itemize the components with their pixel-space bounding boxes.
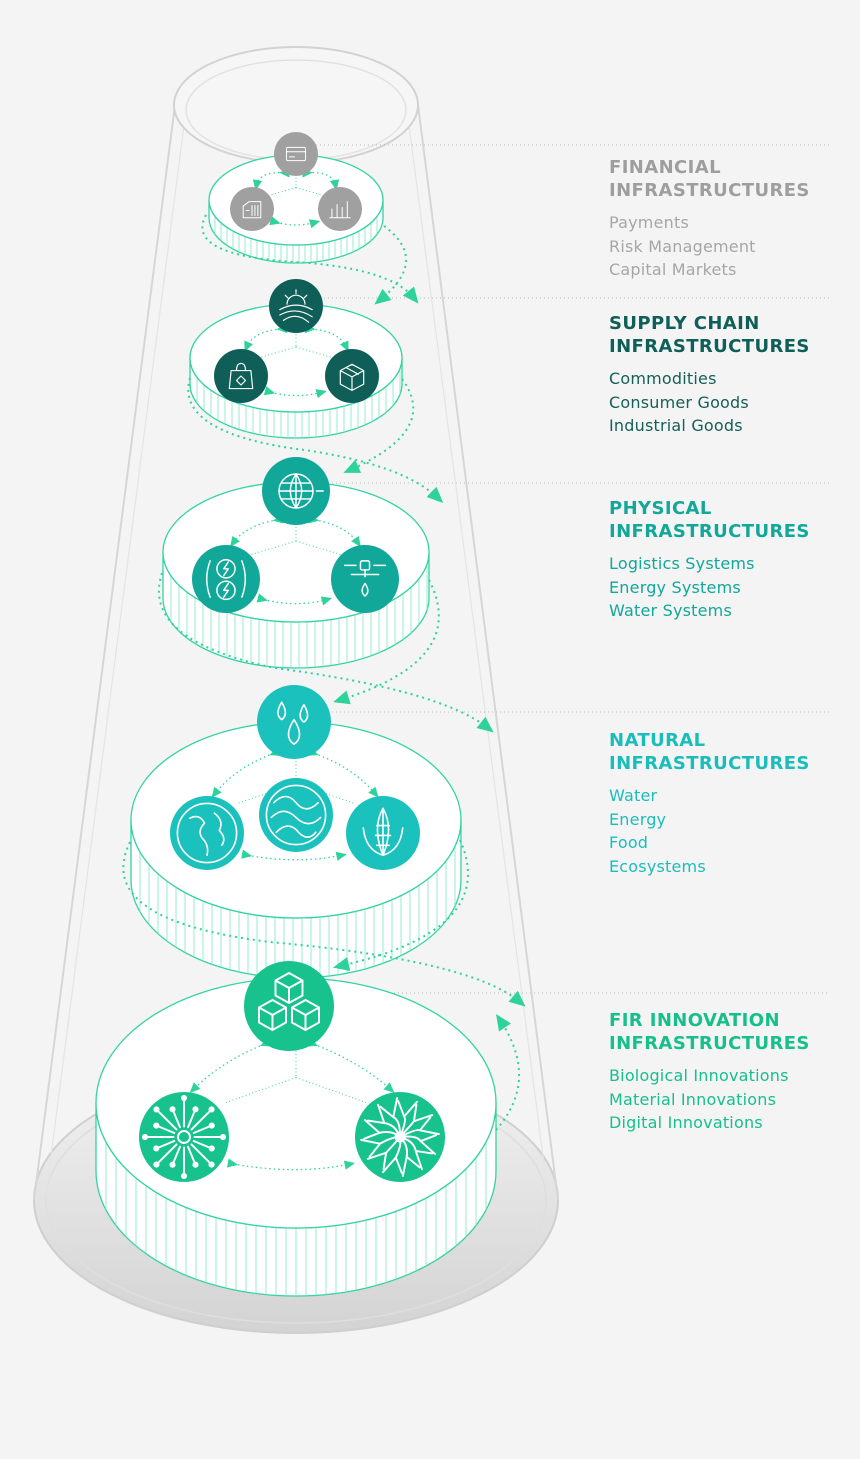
node-connectors [230, 514, 361, 606]
legend-title-line2: INFRASTRUCTURES [609, 521, 810, 542]
legend-supply-chain: SUPPLY CHAIN INFRASTRUCTURES Commodities… [609, 312, 854, 438]
legend-item: Capital Markets [609, 260, 737, 279]
legend-item: Material Innovations [609, 1089, 777, 1109]
legend-title-line1: FINANCIAL [609, 157, 721, 178]
legend-item: Logistics Systems [609, 554, 755, 573]
spiral-connector [343, 378, 415, 473]
legend-items: Payments Risk Management Capital Markets [609, 211, 854, 282]
credit-card-icon [274, 132, 318, 176]
legend-title: FINANCIAL INFRASTRUCTURES [609, 156, 854, 202]
legend-title: PHYSICAL INFRASTRUCTURES [609, 497, 854, 543]
legend-item: Energy Systems [609, 577, 741, 597]
legend-title-line1: FIR INNOVATION [609, 1010, 780, 1031]
legend-item: Consumer Goods [609, 392, 749, 412]
legend-item: Digital Innovations [609, 1113, 763, 1132]
legend-financial: FINANCIAL INFRASTRUCTURES Payments Risk … [609, 156, 854, 282]
legend-items: Logistics Systems Energy Systems Water S… [609, 552, 854, 623]
legend-innovation: FIR INNOVATION INFRASTRUCTURES Biologica… [609, 1009, 854, 1135]
legend-title-line1: PHYSICAL [609, 498, 712, 519]
node-connectors [211, 747, 379, 861]
shopping-bag-icon [214, 349, 268, 403]
spiral-connector [187, 377, 444, 503]
legend-item: Water [609, 786, 658, 805]
legend-items: Water Energy Food Ecosystems [609, 784, 854, 878]
energy-bolts-icon [192, 545, 260, 613]
legend-title: FIR INNOVATION INFRASTRUCTURES [609, 1009, 854, 1055]
legend-item: Energy [609, 809, 667, 829]
spiral-connector [495, 1014, 520, 1131]
legend-title-line2: INFRASTRUCTURES [609, 180, 810, 201]
spiral-connector [157, 572, 494, 733]
legend-item: Biological Innovations [609, 1066, 789, 1085]
water-tap-icon [331, 545, 399, 613]
node-connectors [252, 168, 340, 229]
node-connectors [189, 1037, 395, 1171]
legend-title-line1: NATURAL [609, 730, 706, 751]
corn-icon [346, 796, 420, 870]
energy-waves-icon [259, 778, 333, 852]
bar-chart-icon [318, 187, 362, 231]
network-burst-icon [139, 1092, 229, 1182]
neuron-icon [355, 1092, 445, 1182]
legend-item: Commodities [609, 369, 717, 388]
legend-item: Industrial Goods [609, 416, 743, 435]
spiral-connector [333, 579, 440, 705]
legend-item: Water Systems [609, 601, 732, 620]
legend-title-line2: INFRASTRUCTURES [609, 336, 810, 357]
legend-item: Risk Management [609, 236, 756, 256]
building-icon [230, 187, 274, 231]
package-box-icon [325, 349, 379, 403]
earth-continents-icon [170, 796, 244, 870]
legend-title: NATURAL INFRASTRUCTURES [609, 729, 854, 775]
globe-icon [262, 457, 330, 525]
sunrise-field-icon [269, 279, 323, 333]
legend-title-line2: INFRASTRUCTURES [609, 1033, 810, 1054]
legend-item: Payments [609, 213, 689, 232]
cubes-icon [244, 961, 334, 1051]
water-drops-icon [257, 685, 331, 759]
legend-title-line1: SUPPLY CHAIN [609, 313, 760, 334]
node-connectors [244, 323, 349, 399]
legend-items: Commodities Consumer Goods Industrial Go… [609, 367, 854, 438]
legend-title: SUPPLY CHAIN INFRASTRUCTURES [609, 312, 854, 358]
legend-items: Biological Innovations Material Innovati… [609, 1064, 854, 1135]
legend-natural: NATURAL INFRASTRUCTURES Water Energy Foo… [609, 729, 854, 878]
legend-title-line2: INFRASTRUCTURES [609, 753, 810, 774]
cone-outline [33, 104, 559, 1201]
spiral-connector [374, 225, 407, 305]
legend-item: Food [609, 833, 649, 852]
legend-physical: PHYSICAL INFRASTRUCTURES Logistics Syste… [609, 497, 854, 623]
legend-item: Ecosystems [609, 856, 706, 876]
